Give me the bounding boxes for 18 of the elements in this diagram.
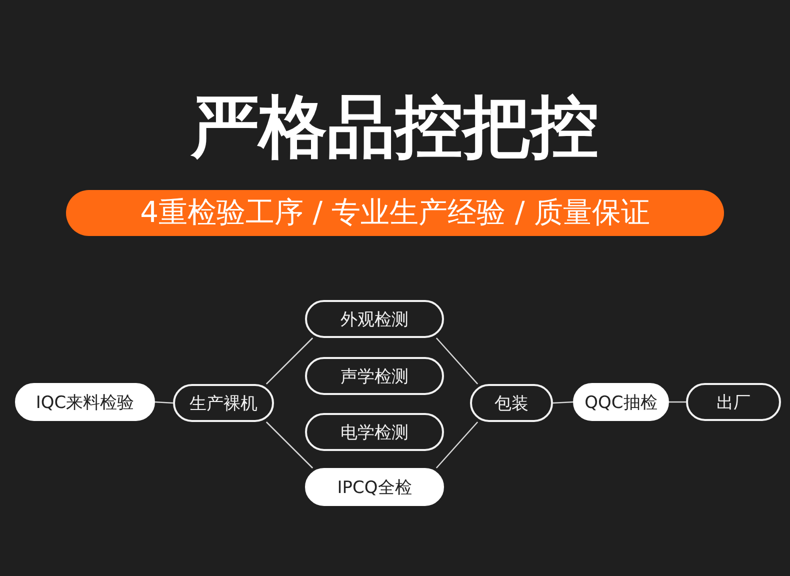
process-box: 声学检测 xyxy=(305,357,444,395)
process-box: 包装 xyxy=(470,384,553,422)
process-box: IPCQ全检 xyxy=(305,468,444,506)
process-box: 生产裸机 xyxy=(173,384,274,422)
connector-line xyxy=(436,338,478,384)
process-box: 电学检测 xyxy=(305,413,444,451)
subtitle-banner: 4重检验工序 / 专业生产经验 / 质量保证 xyxy=(66,190,724,236)
title: 严格品控把控 xyxy=(190,88,600,168)
process-box: 出厂 xyxy=(686,383,781,421)
process-box: QQC抽检 xyxy=(573,383,669,421)
connector-line xyxy=(669,401,686,403)
process-box: IQC来料检验 xyxy=(15,383,155,421)
connector-line xyxy=(436,422,478,468)
process-box: 外观检测 xyxy=(305,300,444,338)
connector-line xyxy=(552,401,574,404)
connector-line xyxy=(266,422,314,468)
connector-line xyxy=(154,401,174,404)
connector-line xyxy=(266,338,314,384)
